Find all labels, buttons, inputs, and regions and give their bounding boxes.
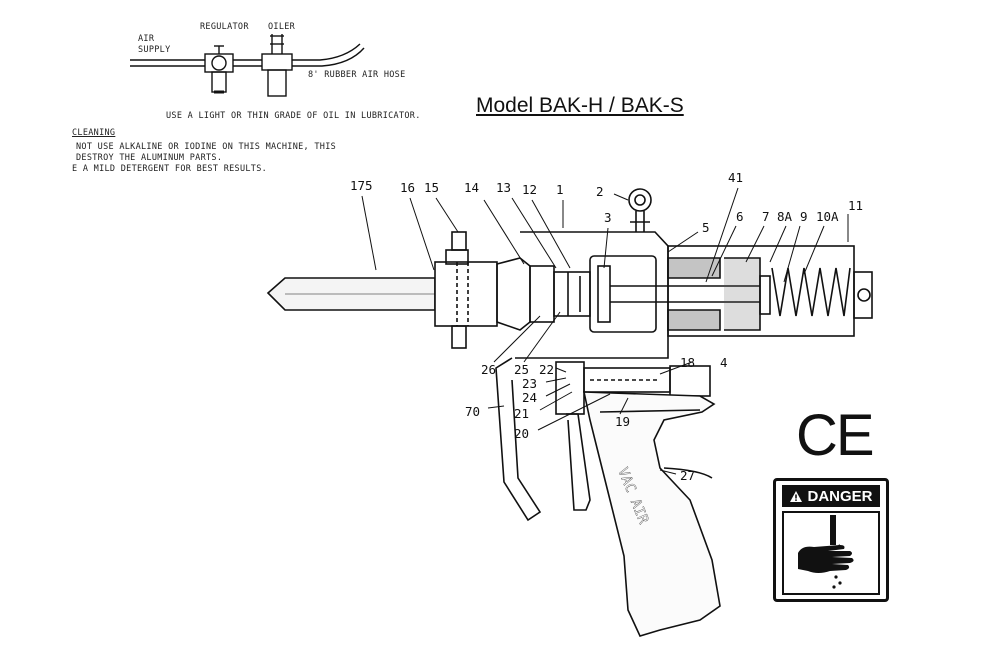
danger-text: DANGER (807, 487, 873, 505)
label-air-supply: AIR SUPPLY (138, 34, 171, 55)
part-number: 12 (522, 182, 538, 197)
hand-hazard-icon (798, 515, 854, 589)
cleaning-line-3: E A MILD DETERGENT FOR BEST RESULTS. (72, 164, 268, 174)
part-number: 13 (496, 180, 512, 195)
leader-lines (361, 187, 849, 475)
regulator-shape (204, 45, 234, 94)
danger-header: DANGER (782, 485, 880, 507)
part-number: 1 (556, 182, 564, 197)
ce-mark: CE (796, 403, 875, 468)
part-number: 19 (615, 414, 631, 429)
part-number: 70 (465, 404, 481, 419)
part-number: 11 (848, 198, 864, 213)
cleaning-heading: CLEANING (72, 128, 116, 138)
part-number: 18 (680, 355, 696, 370)
oiler-shape (261, 34, 293, 97)
part-number: 4 (720, 355, 728, 370)
part-number: 23 (522, 376, 538, 391)
part-number: 2 (596, 184, 604, 199)
part-number: 24 (522, 390, 538, 405)
part-number: 8A (777, 209, 793, 224)
label-regulator: REGULATOR (200, 22, 249, 32)
part-number: 16 (400, 180, 416, 195)
part-number: 14 (464, 180, 480, 195)
part-number: 26 (481, 362, 497, 377)
cleaning-line-1: NOT USE ALKALINE OR IODINE ON THIS MACHI… (76, 142, 337, 152)
danger-warning-sign: DANGER (773, 478, 889, 602)
part-number: 15 (424, 180, 440, 195)
part-number: 3 (604, 210, 612, 225)
cleaning-line-2: DESTROY THE ALUMINUM PARTS. (76, 153, 223, 163)
tool-body (266, 188, 873, 637)
danger-pictogram (782, 511, 880, 595)
part-number: 21 (514, 406, 530, 421)
part-number: 9 (800, 209, 808, 224)
air-hose (292, 43, 365, 67)
part-number: 6 (736, 209, 744, 224)
part-number: 25 (514, 362, 530, 377)
part-number: 7 (762, 209, 770, 224)
page-title: Model BAK-H / BAK-S (476, 94, 684, 117)
part-number: 10A (816, 209, 839, 224)
part-number: 175 (350, 178, 373, 193)
oil-note: USE A LIGHT OR THIN GRADE OF OIL IN LUBR… (166, 111, 421, 121)
part-number: 41 (728, 170, 744, 185)
part-number: 20 (514, 426, 530, 441)
label-air-hose: 8' RUBBER AIR HOSE (308, 70, 406, 80)
warning-triangle-icon (790, 490, 803, 502)
part-number: 27 (680, 468, 696, 483)
label-oiler: OILER (268, 22, 296, 32)
air-supply-line (130, 59, 205, 67)
part-number: 22 (539, 362, 555, 377)
part-number: 5 (702, 220, 710, 235)
